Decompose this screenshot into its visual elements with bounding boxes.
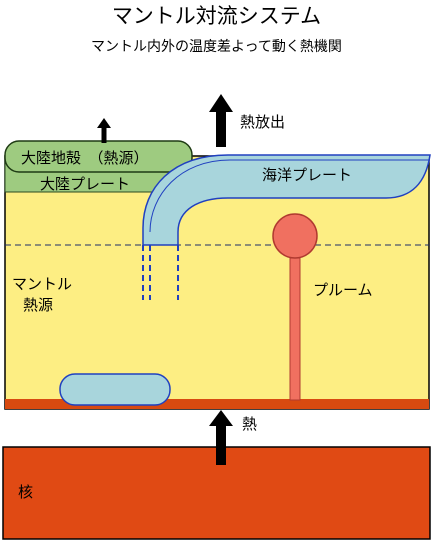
up-arrow-icon bbox=[209, 94, 233, 147]
diagram-title: マントル対流システム bbox=[111, 4, 322, 28]
continental-plate-label: 大陸プレート bbox=[40, 175, 130, 193]
plume-stem bbox=[289, 257, 301, 401]
oceanic-plate-inner-line bbox=[149, 159, 430, 233]
plume-label: プルーム bbox=[313, 281, 373, 299]
up-arrow-icon bbox=[97, 118, 111, 143]
heat-label: 熱 bbox=[242, 415, 257, 433]
heat-output-label: 熱放出 bbox=[240, 113, 285, 131]
mantle-label-line1: マントル bbox=[12, 275, 72, 293]
mantle-label-line2: 熱源 bbox=[23, 296, 53, 314]
diagram-subtitle: マントル内外の温度差よって動く熱機関 bbox=[91, 39, 342, 55]
slab-graveyard-blob bbox=[59, 373, 171, 406]
continental-crust-shape bbox=[4, 140, 193, 173]
continental-crust-label: 大陸地殻 （熱源） bbox=[21, 149, 149, 167]
oceanic-plate-label: 海洋プレート bbox=[262, 166, 352, 184]
core-mantle-boundary bbox=[5, 399, 429, 409]
plume-head bbox=[272, 213, 318, 259]
up-arrow-icon bbox=[209, 410, 233, 465]
oceanic-plate-shape bbox=[142, 154, 431, 246]
core-label: 核 bbox=[18, 483, 33, 501]
